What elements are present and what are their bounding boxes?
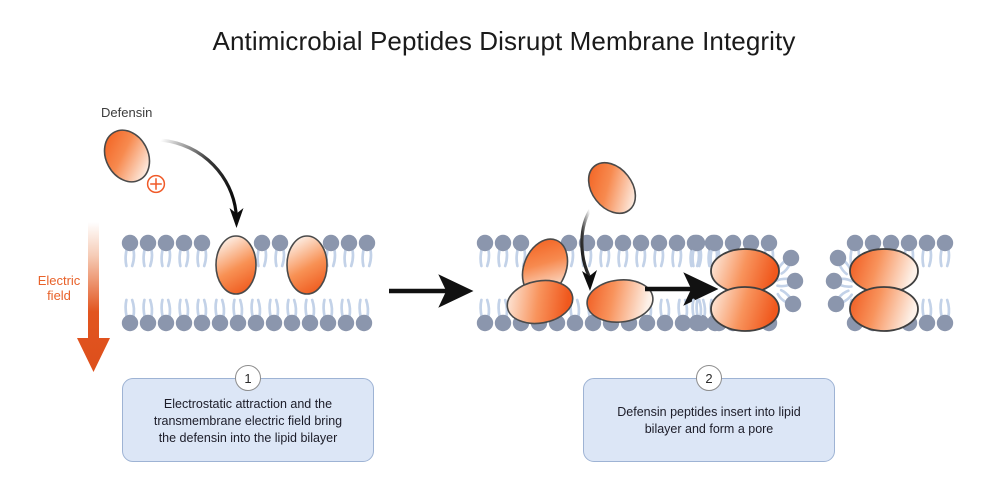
- step-caption-1-text: Electrostatic attraction and the transme…: [154, 396, 342, 447]
- step-badge-2: 2: [696, 365, 722, 391]
- step-caption-1: Electrostatic attraction and the transme…: [122, 378, 374, 462]
- defensin-peptide-free: [103, 129, 151, 183]
- panel-pore-left: [687, 233, 806, 333]
- positive-charge-icon: [146, 174, 166, 194]
- step-caption-2: Defensin peptides insert into lipid bila…: [583, 378, 835, 462]
- inserted-peptide-left: [506, 279, 574, 325]
- pore-left-peptide-lower: [710, 286, 780, 332]
- free-peptide-above-membrane: [587, 161, 637, 215]
- caption-1-line-3: the defensin into the lipid bilayer: [158, 430, 338, 445]
- inserted-peptide-right: [586, 279, 654, 323]
- caption-2-line-1: Defensin peptides insert into lipid: [617, 405, 801, 419]
- electric-field-arrow: [77, 222, 110, 372]
- panel-insertion: [475, 161, 729, 333]
- bottom-leaflet-lipids: [120, 298, 374, 333]
- page-title: Antimicrobial Peptides Disrupt Membrane …: [212, 26, 796, 56]
- caption-1-line-2: transmembrane electric field bring: [153, 413, 343, 428]
- insertion-top-leaflet: [475, 233, 723, 268]
- electric-field-label: Electric field: [30, 273, 88, 303]
- membrane-peptide-a: [215, 235, 257, 295]
- step-caption-2-text: Defensin peptides insert into lipid bila…: [617, 404, 800, 438]
- pore-right-peptide-lower: [849, 286, 919, 332]
- membrane-peptide-b: [286, 235, 328, 295]
- peptide-insertion-arrow-icon: [580, 205, 597, 291]
- electric-field-label-line2: field: [47, 288, 71, 303]
- defensin-label: Defensin: [101, 105, 153, 120]
- panel-pore-right: [823, 233, 955, 333]
- panel-intact-membrane: [120, 233, 377, 333]
- caption-1-line-1: Electrostatic attraction and the: [163, 396, 333, 411]
- electric-field-label-line1: Electric: [37, 273, 81, 288]
- defensin-entry-arrow-icon: [159, 138, 244, 228]
- caption-2-line-2: bilayer and form a pore: [644, 422, 774, 436]
- step-badge-1: 1: [235, 365, 261, 391]
